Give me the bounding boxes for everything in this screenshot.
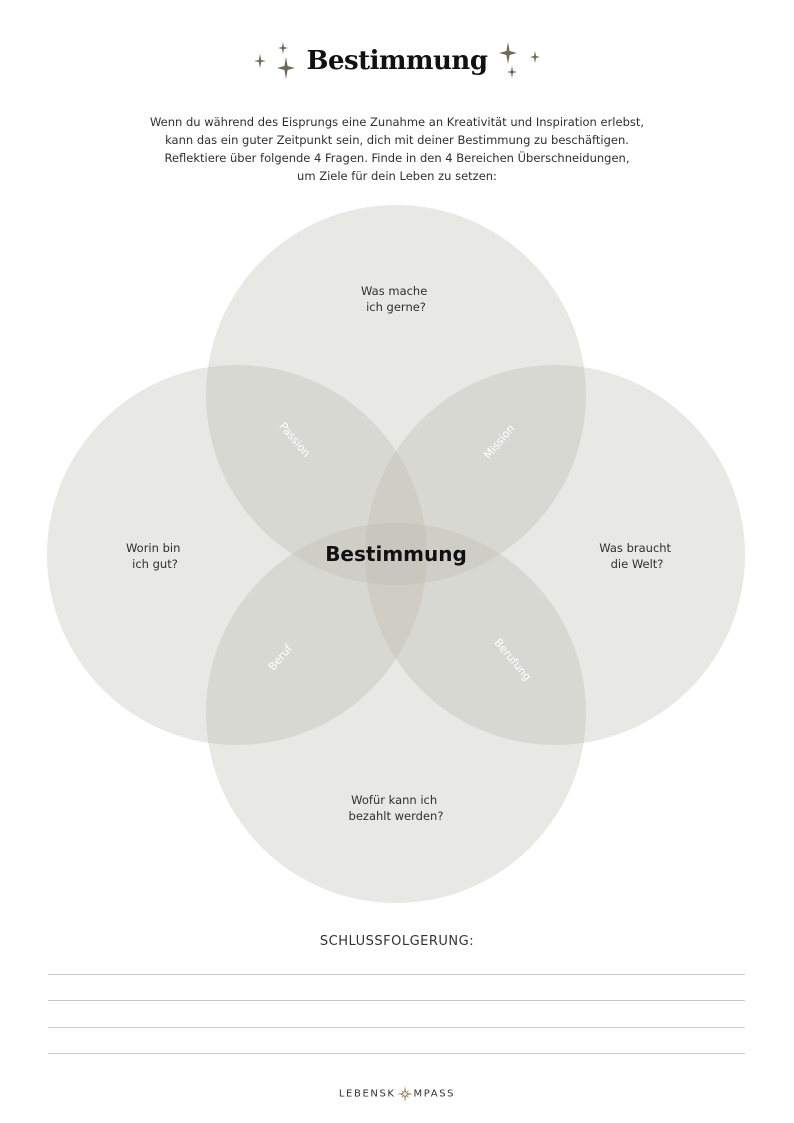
question-bottom: Wofür kann ich bezahlt werden? <box>349 793 444 823</box>
circle-left <box>47 365 427 745</box>
intro-line: Wenn du während des Eisprungs eine Zunah… <box>149 115 645 129</box>
intro-text: Wenn du während des Eisprungs eine Zunah… <box>97 113 697 185</box>
writing-line[interactable] <box>48 1027 745 1028</box>
circle-bottom <box>206 523 586 903</box>
circle-top <box>206 205 586 585</box>
writing-line[interactable] <box>48 1053 745 1054</box>
center-label: Bestimmung <box>325 542 467 566</box>
intro-line: Reflektiere über folgende 4 Fragen. Find… <box>164 151 630 165</box>
intro-line: um Ziele für dein Leben zu setzen: <box>297 169 497 183</box>
compass-rose-icon <box>396 1086 413 1102</box>
conclusion-label: SCHLUSSFOLGERUNG: <box>319 934 475 949</box>
title-area: Bestimmung <box>0 40 794 90</box>
question-top: Was mache ich gerne? <box>361 284 431 314</box>
writing-line[interactable] <box>48 1000 745 1001</box>
footer-logo: LEBENSK MPASS <box>0 1086 794 1102</box>
sparkle-icon <box>254 42 295 79</box>
page-title: Bestimmung <box>306 46 488 76</box>
circle-right <box>365 365 745 745</box>
brand-text-left: LEBENSK <box>338 1088 396 1100</box>
intro-line: kann das ein guter Zeitpunkt sein, dich … <box>165 133 629 147</box>
sparkle-icon <box>499 42 540 78</box>
question-right: Was braucht die Welt? <box>599 541 674 571</box>
brand-text-right: MPASS <box>413 1088 456 1100</box>
question-left: Worin bin ich gut? <box>126 541 184 571</box>
writing-line[interactable] <box>48 974 745 975</box>
